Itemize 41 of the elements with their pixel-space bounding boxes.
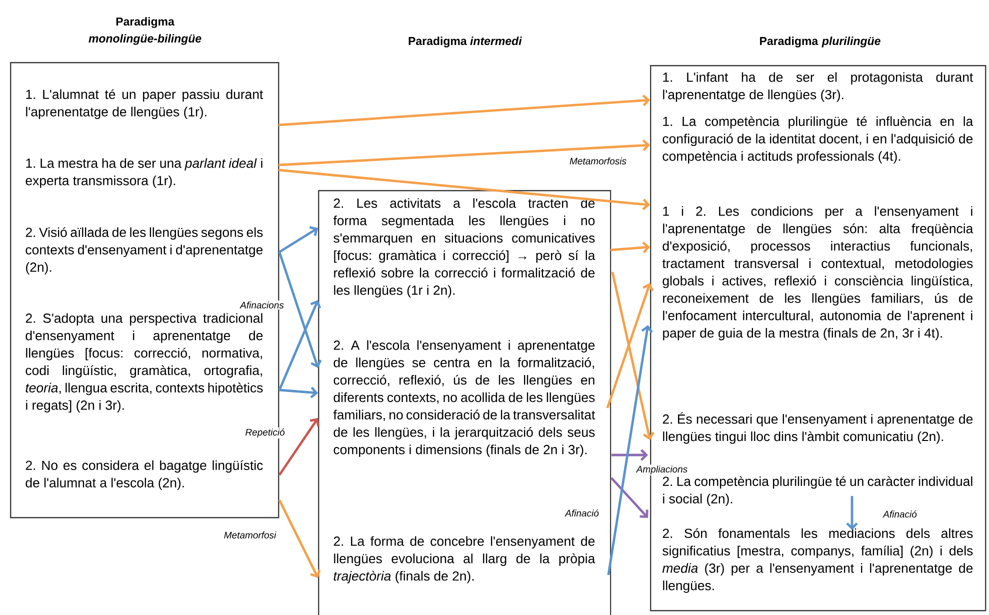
item-text: 2. És necessari que l'ensenyament i aprenentatge de llengües tingui lloc dins l'àmbit comunicatiu (2n). [662,412,973,444]
item-text: 2. La forma de concebre l'ensenyament de llengües evoluciona al llarg de la pròpia trajectòria (finals de 2n). [334,536,596,584]
item-text: 1. L'alumnat té un paper passiu durant l'aprenentatge de llengües (1r). [26,89,264,120]
arrow [611,449,648,461]
arrow [278,139,650,166]
edge-label: Metamorfosis [568,156,628,166]
arrow [278,418,320,476]
item-text: 2. Les activitats a l'escola tracten de forma segmentada les llengües i no s'emmarquen en situacions comunicatives [focus: gramàtica i correcció] → però sí la reflexió sobre la correcció i formalització de les llengües (1r i 2n). [333,198,596,298]
arrow [610,242,650,254]
item-text: 2. Són fonamentals les mediacions dels altres significatius [mestra, companys, família] (2n) i dels media (3r) per a l'ensenyament i l'aprenentatge de llengües. [662,528,973,593]
edge-label: Afinació [882,509,918,519]
item-text: 2. A l'escola l'ensenyament i aprenentatge de llengües se centra en la formalització, correcció, reflexió, ús de les llengües en diferents contexts, no acollida de les llengües familiars, no consideració de la transversalitat de les llengües, i la jerarquització dels seus components i dimensions (finals de 2n i 3r). [333,340,596,457]
item-text: 1. La competència plurilingüe té influència en la configuració de la identitat docent, i en l'adquisició de competència i actituds professionals (4t). [662,116,974,164]
item-text: 1 i 2. Les condicions per a l'ensenyament i l'aprenentatge de llengües són: alta freqüència d'exposició, processos interactius funcionals, tractament transversal i contextual, metodologies globals i actives, reflexió i consciència lingüística, reconeixement de les llengües familiars, ús de l'enfocament intercultural, autonomia de l'aprenent i paper de guia de la mestra (finals de 2n, 3r i 4t). [662,206,974,340]
arrow [278,168,650,210]
arrow [278,499,321,578]
column-heading: Paradigma plurilingüe [760,36,880,48]
column-box [318,190,612,615]
edge-label: Metamorfosi [222,530,278,540]
arrow [278,226,318,254]
arrow [278,300,322,390]
edge-label: Repetició [244,428,286,438]
item-text: 1. La mestra ha de ser una parlant ideal i experta transmissora (1r). [26,158,262,188]
item-text: 2. S'adopta una perspectiva tradicional d'ensenyament i aprenentatge de llengües [focus: correcció, normativa, codi lingüístic, gramàtica, ortografia, teoria, llengua escrita, contexts hipotètics i regats] (2n i 3r). [26,313,263,412]
arrow [610,477,648,518]
item-text: 2. Visió aïllada de les llengües segons els contexts d'ensenyament i d'aprenentatge (2n). [26,227,263,274]
edge-label: Afinacions [239,300,285,310]
column-heading: Paradigma monolingüe-bilingüe [88,17,202,45]
edge-label: Ampliacions [635,464,689,476]
edge-label: Afinació [564,508,600,518]
arrow [611,272,654,440]
arrow [606,283,654,408]
column-heading: Paradigma intermedi [408,36,522,48]
arrow [278,94,650,126]
arrow [279,386,318,398]
arrow [278,252,322,368]
item-text: 2. No es considera el bagatge lingüístic de l'alumnat a l'escola (2n). [26,460,263,490]
arrow [607,325,653,576]
item-text: 1. L'infant ha de ser el protagonista durant l'aprenentatge de llengües (3r). [663,72,974,102]
arrow [846,496,858,530]
item-text: 2. La competència plurilingüe té un caràcter individual i social (2n). [662,476,972,506]
